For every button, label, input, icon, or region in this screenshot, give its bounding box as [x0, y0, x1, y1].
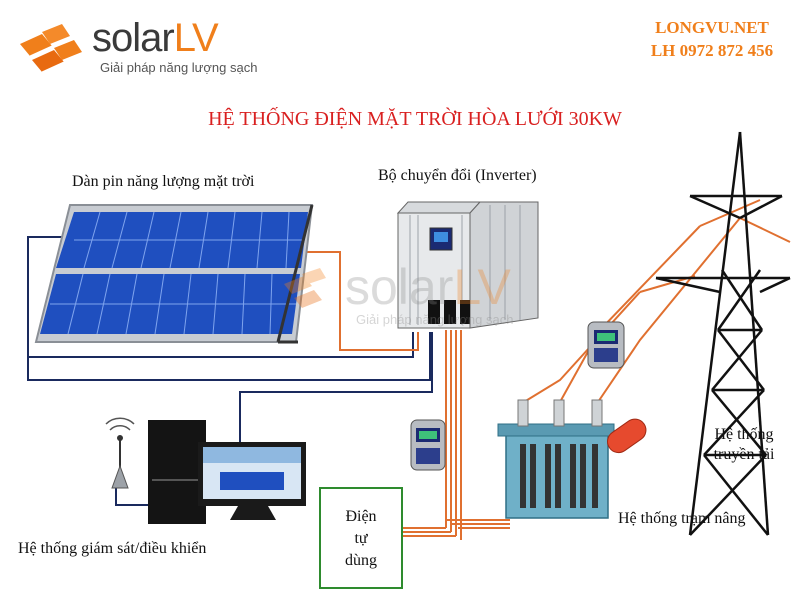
inverter-cabinet-icon — [396, 201, 539, 329]
transmission-label: Hệ thống truyền tải — [698, 425, 790, 465]
monitoring-computer-icon — [148, 420, 306, 524]
website-text: LONGVU.NET — [655, 18, 769, 37]
power-meter-icon — [587, 321, 625, 369]
ac-wires — [298, 199, 791, 540]
monitoring-label: Hệ thống giám sát/điều khiển — [18, 540, 207, 557]
self-use-label-line3: dùng — [345, 552, 377, 569]
solar-panel-array-icon — [34, 204, 314, 344]
step-up-transformer-icon — [497, 399, 647, 519]
transmission-tower-icon — [655, 131, 791, 536]
self-use-box — [319, 487, 403, 589]
phone-text: LH 0972 872 456 — [650, 41, 774, 60]
self-use-label: Điện tự dùng — [322, 506, 400, 572]
watermark-text: solarLV — [345, 259, 511, 315]
transmission-label-line1: Hệ thống — [714, 426, 774, 443]
contact-block: LONGVU.NET LH 0972 872 456 — [632, 16, 792, 62]
brand-tagline: Giải pháp năng lượng sạch — [100, 60, 258, 75]
solarlv-logo-icon — [20, 24, 82, 73]
watermark-tagline: Giải pháp năng lượng sạch — [356, 312, 514, 327]
transmission-label-line2: truyền tải — [713, 446, 775, 463]
inverter-label: Bộ chuyển đổi (Inverter) — [378, 167, 537, 184]
diagram-title: HỆ THỐNG ĐIỆN MẶT TRỜI HÒA LƯỚI 30KW — [208, 108, 622, 130]
brand-logo-text: solarLV — [92, 16, 219, 60]
power-meter-icon — [410, 419, 446, 471]
wireless-antenna-icon — [105, 417, 135, 489]
self-use-label-line1: Điện — [345, 508, 377, 525]
watermark-logo-icon — [284, 268, 326, 308]
self-use-label-line2: tự — [354, 530, 368, 547]
solar-panels-label: Dàn pin năng lượng mặt trời — [72, 173, 255, 190]
substation-label: Hệ thống trạm nâng — [618, 510, 746, 527]
